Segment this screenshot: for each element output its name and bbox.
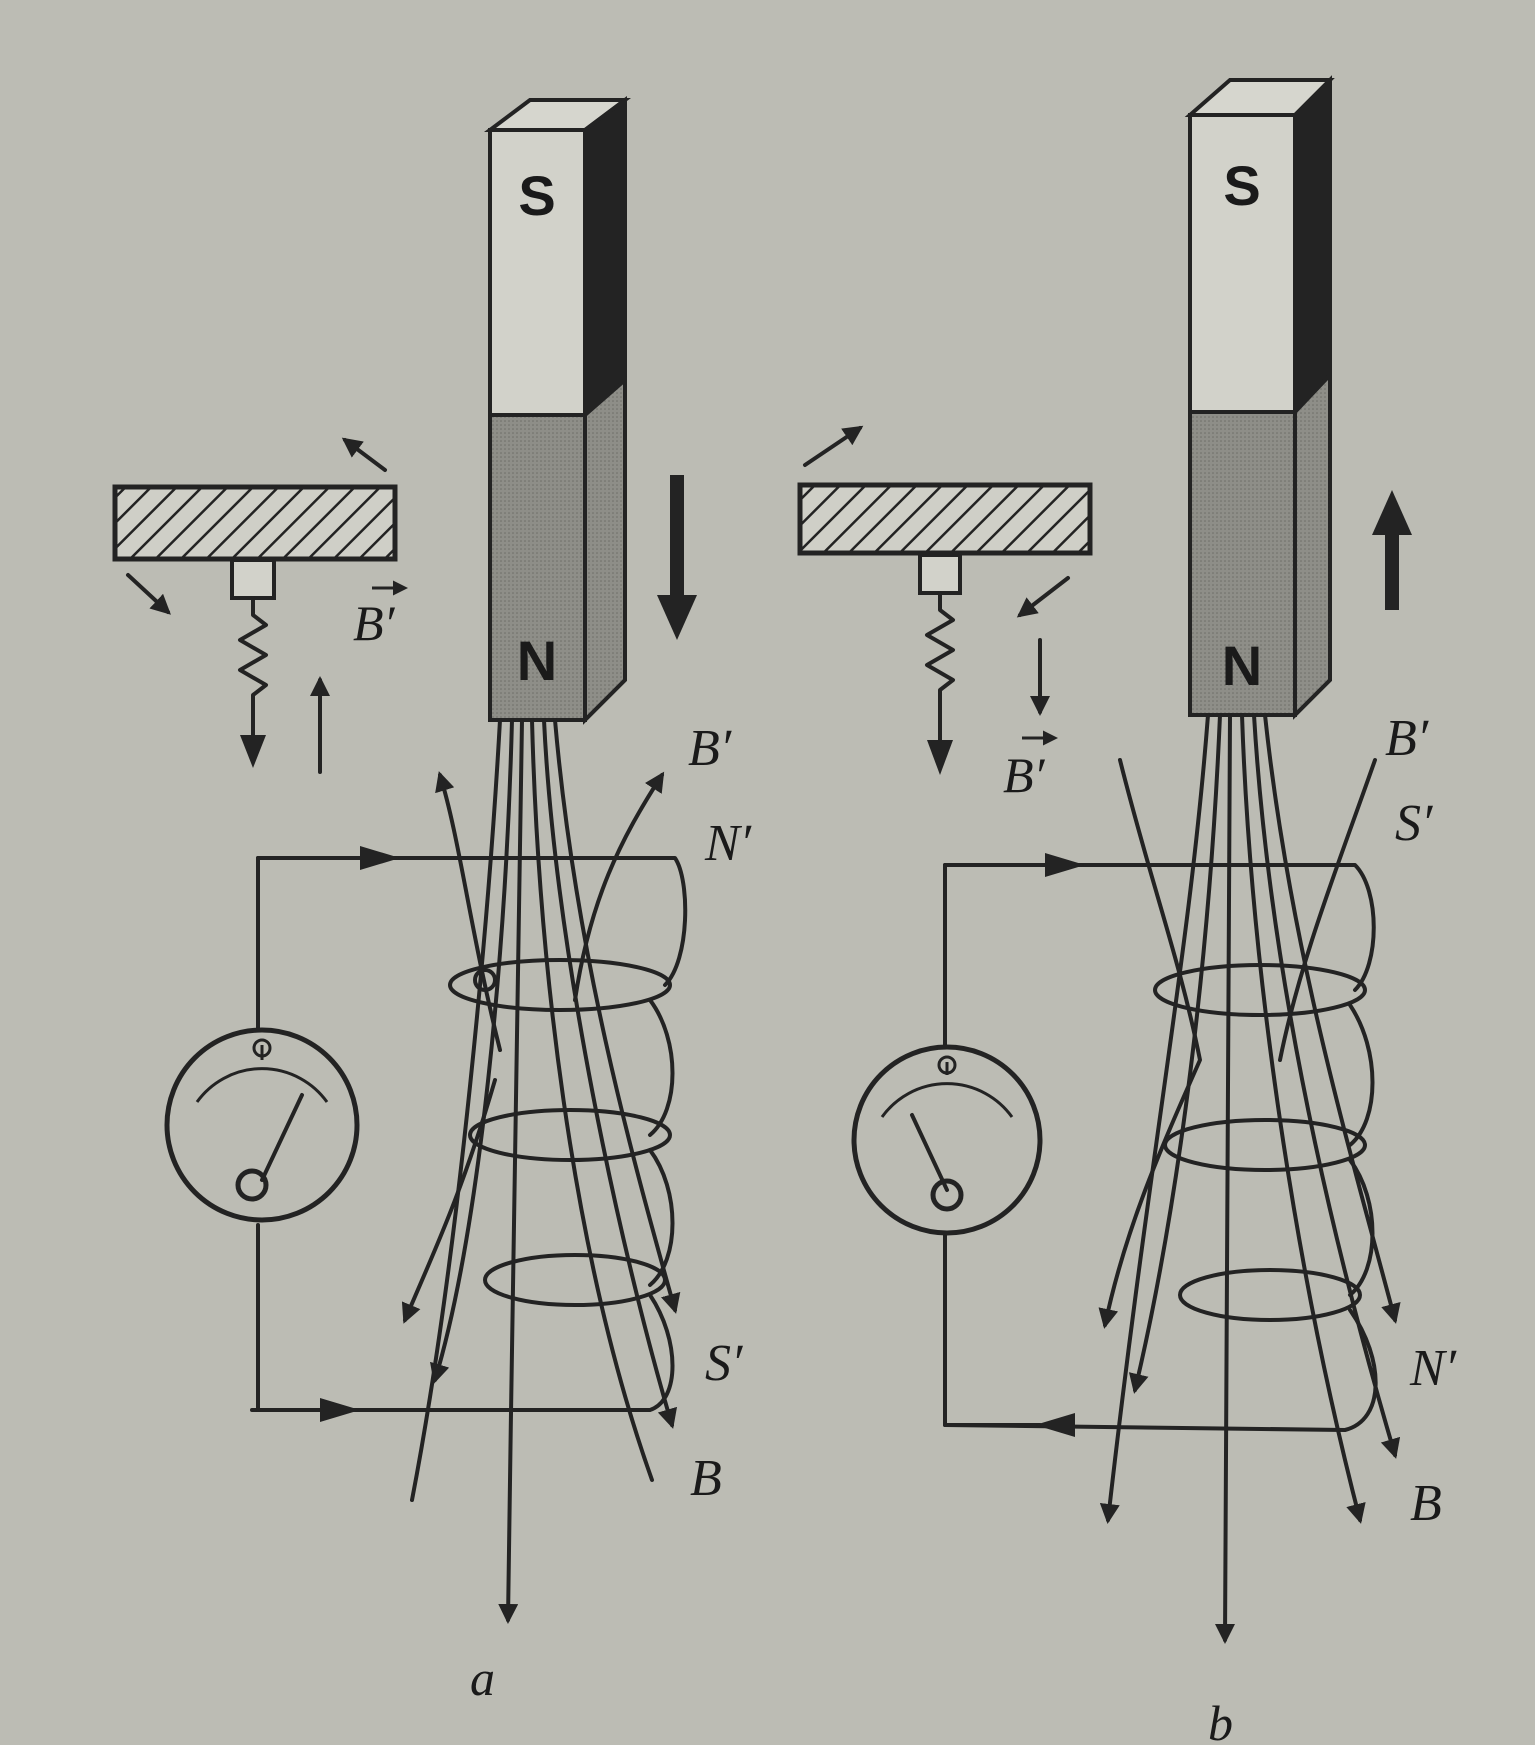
galvanometer-icon — [851, 1044, 1043, 1236]
magnet-motion-arrow — [657, 475, 697, 640]
label-coil-north: N′ — [704, 815, 753, 872]
south-pole-label: S — [1223, 154, 1260, 217]
label-b-field: B — [1410, 1475, 1442, 1532]
coil — [250, 856, 688, 1412]
north-pole-label: N — [517, 629, 557, 692]
label-b-prime-field: B′ — [688, 720, 733, 777]
south-pole-label: S — [518, 164, 555, 227]
magnet-motion-arrow — [1372, 490, 1412, 610]
label-coil-north: N′ — [1409, 1340, 1458, 1397]
induced-field-vector-label: B′ — [1003, 747, 1046, 803]
label-b-prime-field: B′ — [1385, 710, 1430, 767]
label-coil-south: S′ — [705, 1335, 744, 1392]
caption-b: b — [1208, 1695, 1233, 1745]
panel-b: S N B′ — [797, 75, 1458, 1745]
label-b-field: B — [690, 1450, 722, 1507]
induced-field-lines — [1098, 758, 1377, 1329]
coil — [943, 863, 1378, 1432]
sliding-contact-bar: B′ — [112, 437, 408, 774]
galvanometer-icon — [164, 1027, 360, 1223]
label-coil-south: S′ — [1395, 795, 1434, 852]
bar-magnet: S N — [1184, 75, 1335, 720]
galvanometer-circuit — [164, 846, 400, 1422]
north-pole-label: N — [1222, 634, 1262, 697]
panel-a: S N B′ — [112, 96, 753, 1706]
magnet-field-lines — [410, 718, 681, 1624]
sliding-contact-bar: B′ — [797, 425, 1093, 803]
caption-a: a — [470, 1650, 495, 1706]
induced-field-vector-label: B′ — [353, 595, 396, 651]
bar-magnet: S N — [484, 96, 631, 725]
magnet-field-lines — [1099, 713, 1401, 1644]
galvanometer-circuit — [851, 853, 1085, 1437]
